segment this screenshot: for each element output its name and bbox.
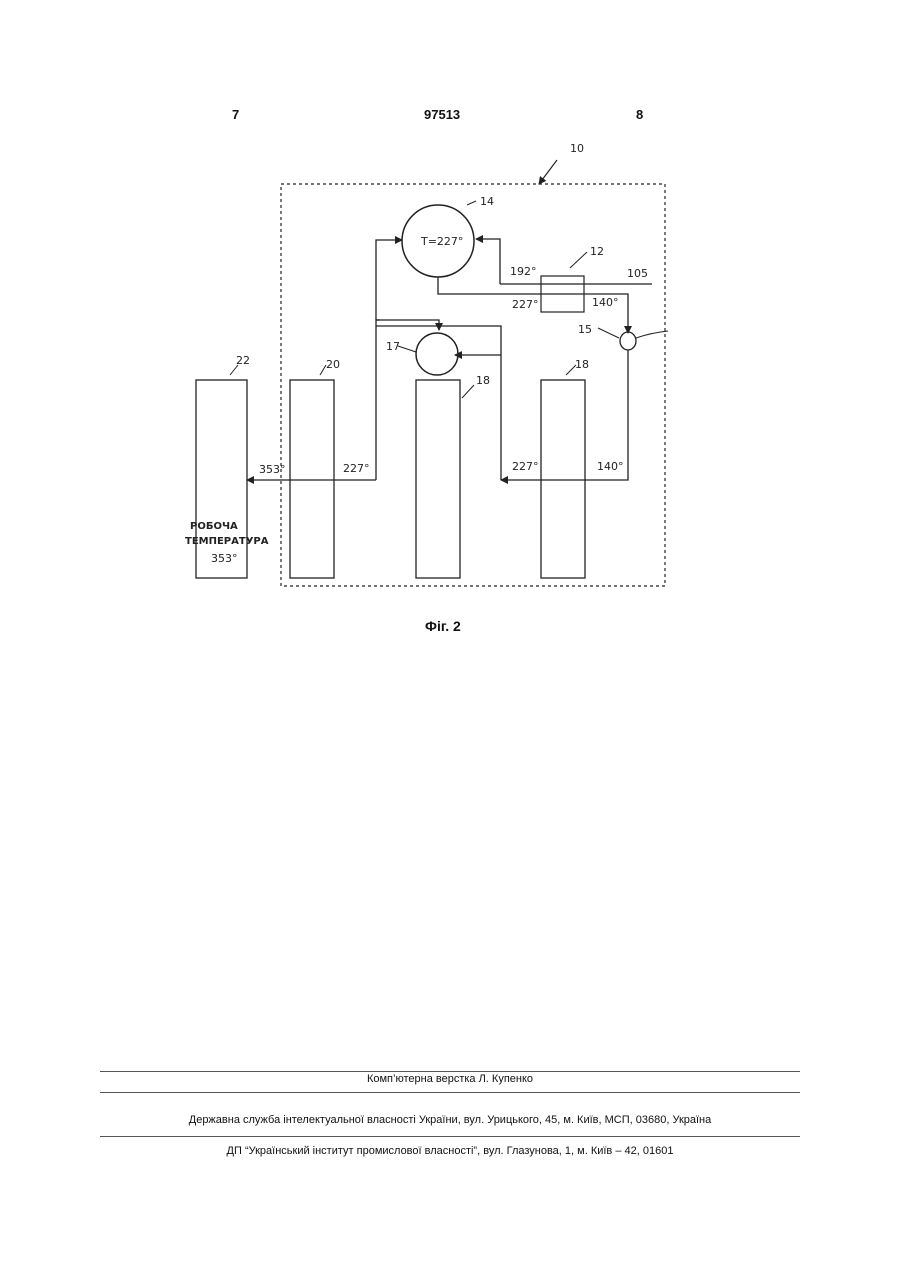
footer-service: Державна служба інтелектуальної власност…: [100, 1114, 800, 1126]
label-18-right: 18: [575, 358, 589, 371]
column-18-right: [541, 380, 585, 578]
footer-layout: Комп’ютерна верстка Л. Купенко: [100, 1073, 800, 1085]
label-140-bottom: 140°: [597, 460, 624, 473]
line-to-17-top: [376, 320, 439, 330]
figure-diagram: 10 14 T=227° 12 192° 105 227° 140° 15 17…: [0, 0, 901, 700]
label-robocha: РОБОЧА: [190, 521, 238, 532]
line-to-14-left: [376, 240, 402, 320]
label-227-hx: 227°: [512, 298, 539, 311]
figure-caption: Фіг. 2: [425, 618, 461, 634]
label-105: 105: [627, 267, 648, 280]
label-227-right: 227°: [512, 460, 539, 473]
column-18-center: [416, 380, 460, 578]
column-22: [196, 380, 247, 578]
label-temperatura: ТЕМПЕРАТУРА: [185, 536, 269, 547]
line-to-14-right: [476, 239, 500, 284]
footer-rule-3: [100, 1136, 800, 1137]
footer-rule-1: [100, 1071, 800, 1072]
valve-15: [620, 332, 636, 350]
label-227-left: 227°: [343, 462, 370, 475]
valve-15-side: [636, 331, 668, 338]
footer-institute: ДП “Український інститут промислової вла…: [100, 1145, 800, 1157]
line-left-riser: [376, 320, 380, 480]
boundary-leader: [539, 160, 557, 184]
column-20: [290, 380, 334, 578]
label-353: 353°: [259, 463, 286, 476]
leader-12: [570, 252, 587, 268]
label-140-hx: 140°: [592, 296, 619, 309]
label-14: 14: [480, 195, 494, 208]
label-20: 20: [326, 358, 340, 371]
line-hx-to-15: [622, 294, 628, 333]
leader-17: [398, 346, 416, 352]
label-10: 10: [570, 142, 584, 155]
vessel-17: [416, 333, 458, 375]
leader-15: [598, 328, 619, 338]
footer-rule-2: [100, 1092, 800, 1093]
line-14-to-hx: [438, 277, 622, 294]
leader-18-center: [462, 385, 474, 398]
label-192: 192°: [510, 265, 537, 278]
system-boundary: [281, 184, 665, 586]
label-12: 12: [590, 245, 604, 258]
label-15: 15: [578, 323, 592, 336]
label-17: 17: [386, 340, 400, 353]
label-18-center: 18: [476, 374, 490, 387]
label-temperature: T=227°: [420, 235, 463, 248]
label-22: 22: [236, 354, 250, 367]
label-353-working: 353°: [211, 552, 238, 565]
leader-14: [467, 201, 476, 205]
